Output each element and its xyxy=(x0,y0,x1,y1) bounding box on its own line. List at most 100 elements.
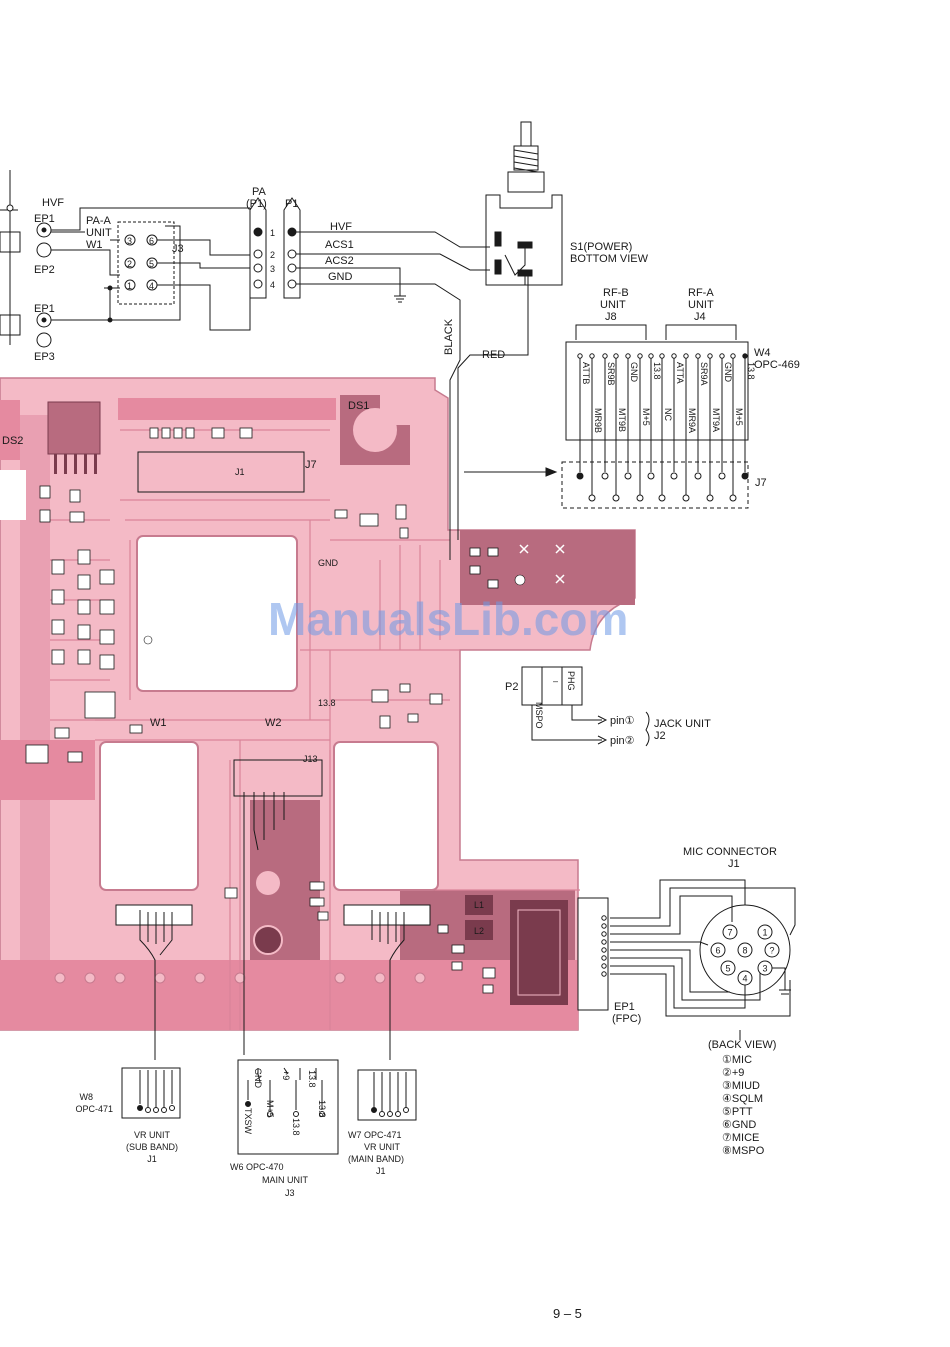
w4-upper-label: 13.8 xyxy=(746,362,756,380)
w4-cable xyxy=(464,324,749,509)
w8-unit-band: (SUB BAND) xyxy=(126,1142,178,1152)
p2-pin1: pin① xyxy=(610,715,635,727)
mic-pin-number: 8 xyxy=(742,946,747,956)
pa-a-unit-section xyxy=(0,170,251,348)
rf-j7-label: J7 xyxy=(755,477,767,489)
p2-connector xyxy=(521,666,650,747)
p2-pin-phg: PHG xyxy=(566,671,576,691)
mic-connector-title: MIC CONNECTOR xyxy=(683,846,777,858)
w4-lower-label: MT9A xyxy=(711,408,721,432)
mic-pin-number: ? xyxy=(769,946,774,956)
pcb-board: DS1 DS2 J1 J7 GND 13.8 W1 W2 J13 L1 L2 xyxy=(0,377,636,1031)
w4-lower-label: MR9B xyxy=(593,408,603,433)
w7-j1: J1 xyxy=(376,1166,386,1176)
mic-pin-circle xyxy=(720,960,736,976)
page-number: 9 – 5 xyxy=(553,1306,582,1321)
w4-label: W4 xyxy=(754,347,771,359)
paa-unit-title: PA-A xyxy=(86,215,112,227)
j3-pin: 2 xyxy=(127,259,132,269)
ep1-bottom-label: EP1 xyxy=(34,303,55,315)
pa-pin: 3 xyxy=(270,264,275,274)
pcb-j7-label: J7 xyxy=(305,459,317,471)
pa-title-sub: (P1) xyxy=(246,198,267,210)
pcb-l2-label: L2 xyxy=(474,926,484,936)
w6-lower-13v8: 13.8 xyxy=(317,1100,327,1118)
jack-unit-j2: J2 xyxy=(654,730,666,742)
w8-unit-j1: J1 xyxy=(147,1154,157,1164)
p1-signal-acs2: ACS2 xyxy=(325,255,354,267)
rfb-label: RF-B xyxy=(603,287,629,299)
w6-label: W6 OPC-470 xyxy=(230,1162,284,1172)
j3-pin: 3 xyxy=(127,236,132,246)
mic-pin-circle xyxy=(722,924,738,940)
w8-label: W8 xyxy=(80,1092,94,1102)
power-switch-s1 xyxy=(457,121,563,540)
j3-pin: 1 xyxy=(127,281,132,291)
pcb-gnd-label: GND xyxy=(318,558,339,568)
mic-pin-circle xyxy=(757,960,773,976)
mic-legend-item: ⑤PTT xyxy=(722,1106,753,1118)
pcb-ds1-label: DS1 xyxy=(348,400,369,412)
mic-ep1-label: EP1 xyxy=(614,1001,635,1013)
w4-upper-label: GND xyxy=(629,362,639,383)
j3-pin: 4 xyxy=(149,281,154,291)
mic-pin-circle xyxy=(710,942,726,958)
w7-vr-unit: VR UNIT xyxy=(364,1142,401,1152)
pcb-w2-label: W2 xyxy=(265,717,282,729)
pa-pin: 2 xyxy=(270,250,275,260)
w4-upper-label: ATTA xyxy=(675,362,685,384)
mic-legend-item: ⑥GND xyxy=(722,1119,756,1131)
ep3-label: EP3 xyxy=(34,351,55,363)
w4-lower-label: M+5 xyxy=(734,408,744,426)
p1-title: P1 xyxy=(285,198,298,210)
black-wire-label: BLACK xyxy=(443,318,455,355)
mic-pin-circle xyxy=(737,970,753,986)
pa-p1-connectors xyxy=(249,197,490,560)
mic-pin-number: 1 xyxy=(762,928,767,938)
mic-legend-item: ②+9 xyxy=(722,1067,744,1079)
rfa-unit: UNIT xyxy=(688,299,714,311)
p2-title: P2 xyxy=(505,681,518,693)
mic-pin-circle xyxy=(737,942,753,958)
rfa-j4: J4 xyxy=(694,311,706,323)
p2-pin-mspo: MSPO xyxy=(534,702,544,729)
bottom-cables xyxy=(121,792,417,1155)
mic-connector-j1: J1 xyxy=(728,858,740,870)
w8-opc: OPC-471 xyxy=(75,1104,113,1114)
p1-signal-hvf: HVF xyxy=(330,221,352,233)
w6-main-unit: MAIN UNIT xyxy=(262,1175,309,1185)
mic-ep1-fpc: (FPC) xyxy=(612,1013,641,1025)
w6-lower-m5: M+5 xyxy=(265,1100,275,1118)
hvf-label: HVF xyxy=(42,197,64,209)
rfa-label: RF-A xyxy=(688,287,714,299)
p1-signal-gnd: GND xyxy=(328,271,353,283)
paa-unit-w1: W1 xyxy=(86,239,103,251)
mic-legend-item: ①MIC xyxy=(722,1054,752,1066)
mic-connector xyxy=(577,879,796,1040)
mic-legend-item: ⑧MSPO xyxy=(722,1145,765,1157)
j3-pin: 5 xyxy=(149,259,154,269)
w6-lower-txsw: TXSW xyxy=(243,1108,253,1135)
w4-upper-label: SR9B xyxy=(606,362,616,386)
paa-unit-subtitle: UNIT xyxy=(86,227,112,239)
mic-legend-item: ③MIUD xyxy=(722,1080,760,1092)
w8-unit: VR UNIT xyxy=(134,1130,171,1140)
ep2-label: EP2 xyxy=(34,264,55,276)
mic-pin-number: 7 xyxy=(727,928,732,938)
pa-pin: 1 xyxy=(270,228,275,238)
mic-pin-number: 3 xyxy=(762,964,767,974)
w6-upper-gnd: GND xyxy=(253,1068,263,1089)
w4-upper-label: SR9A xyxy=(699,362,709,386)
mic-pin-circle xyxy=(764,942,780,958)
pcb-j1-label: J1 xyxy=(235,467,245,477)
watermark: ManualsLib.com xyxy=(268,593,628,645)
pcb-13v8-label: 13.8 xyxy=(318,698,336,708)
w4-lower-label: MR9A xyxy=(687,408,697,433)
pcb-l1-label: L1 xyxy=(474,900,484,910)
w6-j3: J3 xyxy=(285,1188,295,1198)
w4-lower-label: NC xyxy=(663,408,673,421)
